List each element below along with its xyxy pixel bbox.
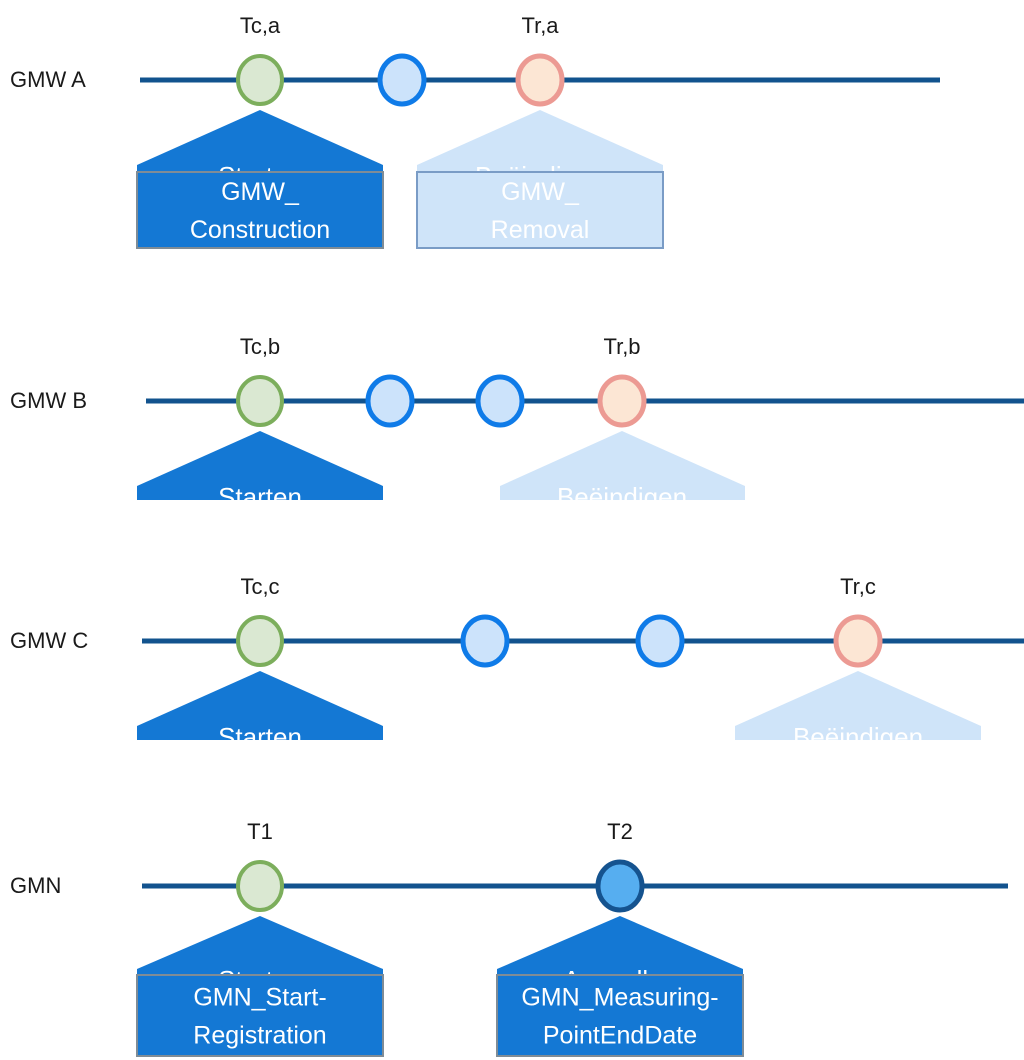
pentagon-label-c-starten: Starten	[218, 722, 302, 752]
callout-n-starten[interactable]: StartenGMN_Start-Registration	[136, 916, 384, 1057]
pentagon-label-b-starten: Starten	[218, 482, 302, 512]
pentagon-n-starten[interactable]	[137, 916, 383, 975]
event-node-b-m1-blue-circle[interactable]	[365, 374, 415, 428]
box-n-starten[interactable]	[136, 974, 384, 1057]
time-label-n-t1: T1	[247, 819, 273, 844]
row-label-gmw-b: GMW B	[10, 388, 87, 413]
time-label-b-tc: Tc,b	[240, 334, 280, 359]
event-node-c-m2-blue-circle[interactable]	[635, 614, 685, 668]
callout-a-beeindigen[interactable]: BeëindigenGMW_Removal	[416, 110, 664, 249]
box-a-starten[interactable]	[136, 171, 384, 249]
event-node-a-mid-blue-circle[interactable]	[377, 53, 427, 107]
callout-a-starten[interactable]: StartenGMW_Construction	[136, 110, 384, 249]
event-node-c-m1-blue-circle[interactable]	[460, 614, 510, 668]
event-node-a-tc-green-circle[interactable]	[236, 54, 284, 106]
pentagon-n-aanvullen[interactable]	[497, 916, 743, 975]
time-label-b-tr: Tr,b	[603, 334, 640, 359]
event-node-b-tc-green-circle[interactable]	[236, 375, 284, 427]
callout-c-starten[interactable]: Starten	[137, 671, 383, 752]
time-label-c-tc: Tc,c	[240, 574, 279, 599]
box-label-n-aanvullen-line2: PointEndDate	[543, 1022, 697, 1050]
row-label-gmw-a: GMW A	[10, 67, 86, 92]
box-label-a-beeindigen-line2: Removal	[491, 216, 590, 244]
event-node-a-tr-pink-circle[interactable]	[515, 53, 565, 107]
pentagon-a-beeindigen[interactable]	[417, 110, 663, 172]
event-node-b-m2-blue-circle[interactable]	[475, 374, 525, 428]
event-node-n-t2-darkblue-circle[interactable]	[595, 859, 645, 913]
box-label-a-beeindigen-line1: GMW_	[501, 178, 580, 206]
pentagon-c-beeindigen[interactable]	[735, 671, 981, 740]
pentagon-b-beeindigen[interactable]	[500, 431, 745, 500]
event-node-c-tc-green-circle[interactable]	[236, 615, 284, 667]
pentagon-b-starten[interactable]	[137, 431, 383, 500]
callout-b-starten[interactable]: Starten	[137, 431, 383, 512]
pentagon-a-starten[interactable]	[137, 110, 383, 172]
box-label-n-aanvullen-line1: GMN_Measuring-	[521, 984, 718, 1012]
box-n-aanvullen[interactable]	[496, 974, 744, 1057]
row-label-gmw-c: GMW C	[10, 628, 88, 653]
timeline-row-gmw-b: GMW B Starten Beëindigen Tc,b Tr,b	[10, 334, 1024, 512]
timeline-row-gmw-c: GMW C Starten Beëindigen Tc,c Tr,c	[10, 574, 1024, 752]
callout-c-beeindigen[interactable]: Beëindigen	[735, 671, 981, 752]
callout-b-beeindigen[interactable]: Beëindigen	[500, 431, 745, 512]
time-label-a-tc: Tc,a	[240, 13, 281, 38]
box-label-n-starten-line1: GMN_Start-	[193, 984, 326, 1012]
box-a-beeindigen[interactable]	[416, 171, 664, 249]
pentagon-label-b-beeindigen: Beëindigen	[557, 482, 687, 512]
time-label-n-t2: T2	[607, 819, 633, 844]
pentagon-c-starten[interactable]	[137, 671, 383, 740]
event-node-n-t1-green-circle[interactable]	[236, 860, 284, 912]
callout-n-aanvullen[interactable]: Aanvullen...GMN_Measuring-PointEndDate	[496, 916, 744, 1057]
row-label-gmn: GMN	[10, 873, 61, 898]
box-label-n-starten-line2: Registration	[193, 1022, 326, 1050]
time-label-c-tr: Tr,c	[840, 574, 876, 599]
event-node-c-tr-pink-circle[interactable]	[833, 614, 883, 668]
box-label-a-starten-line2: Construction	[190, 216, 330, 244]
box-label-a-starten-line1: GMW_	[221, 178, 300, 206]
pentagon-label-c-beeindigen: Beëindigen	[793, 722, 923, 752]
timeline-row-gmn: GMNStartenGMN_Start-RegistrationAanvulle…	[10, 819, 1008, 1057]
time-label-a-tr: Tr,a	[521, 13, 559, 38]
event-node-b-tr-pink-circle[interactable]	[597, 374, 647, 428]
timeline-row-gmw-a: GMW AStartenGMW_ConstructionBeëindigenGM…	[10, 13, 940, 249]
